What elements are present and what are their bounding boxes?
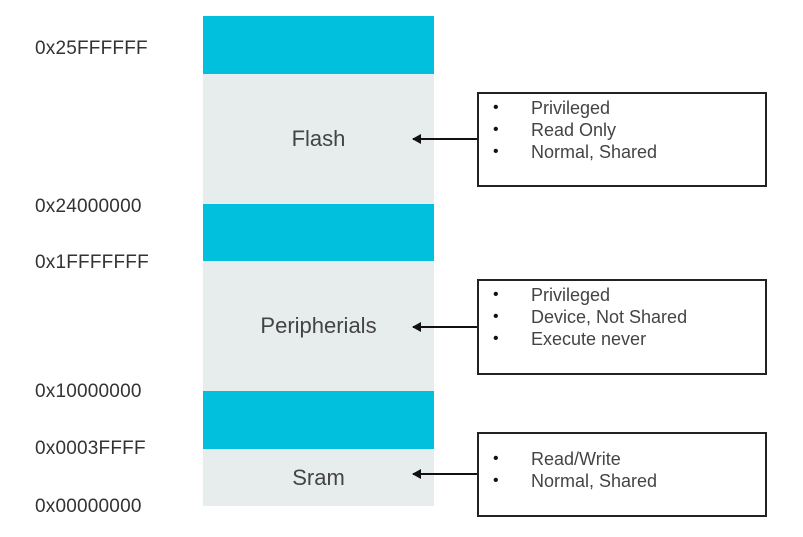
region-label: Peripherials	[260, 313, 377, 338]
attribute-item: Device, Not Shared	[479, 306, 765, 328]
attribute-item: Normal, Shared	[479, 470, 765, 492]
attribute-item: Read Only	[479, 119, 765, 141]
region-label: Sram	[292, 464, 345, 490]
attribute-item: Read/Write	[479, 448, 765, 470]
region-label: Flash	[291, 126, 346, 151]
reserved-segment	[203, 16, 434, 74]
sram-attributes-box: Read/Write Normal, Shared	[477, 432, 767, 517]
reserved-segment	[203, 204, 434, 261]
arrow-icon	[412, 134, 477, 144]
address-label: 0x10000000	[35, 381, 142, 402]
attribute-item: Normal, Shared	[479, 141, 765, 163]
peripherals-attributes-box: Privileged Device, Not Shared Execute ne…	[477, 279, 767, 375]
address-label: 0x1FFFFFFF	[35, 252, 149, 273]
arrow-icon	[412, 322, 477, 332]
reserved-segment	[203, 391, 434, 449]
address-label: 0x25FFFFFF	[35, 38, 148, 59]
address-label: 0x00000000	[35, 496, 142, 517]
attribute-item: Privileged	[479, 97, 765, 119]
peripherals-region: Peripherials	[203, 261, 434, 391]
arrow-icon	[412, 469, 477, 479]
address-label: 0x0003FFFF	[35, 438, 146, 459]
attribute-item: Privileged	[479, 284, 765, 306]
flash-attributes-box: Privileged Read Only Normal, Shared	[477, 92, 767, 187]
address-label: 0x24000000	[35, 196, 142, 217]
attribute-item: Execute never	[479, 328, 765, 350]
flash-region: Flash	[203, 74, 434, 204]
sram-region: Sram	[203, 449, 434, 506]
